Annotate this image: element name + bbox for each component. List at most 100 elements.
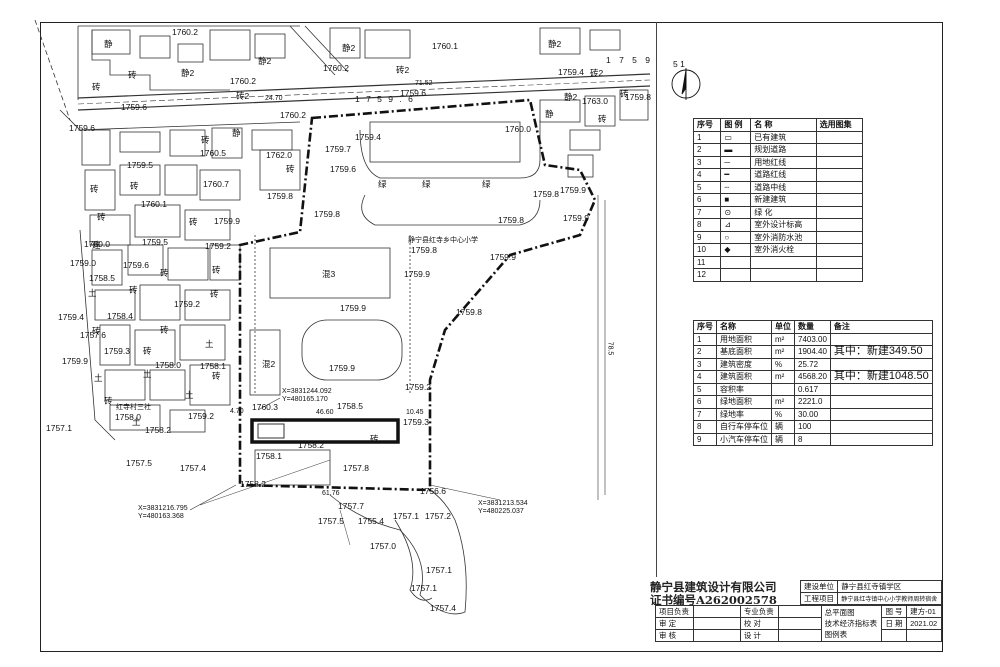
- elevation-label: 1759.8: [498, 215, 524, 225]
- elevation-label: 1759.2: [174, 299, 200, 309]
- empty-cell: [906, 629, 942, 642]
- stats-name: 基底面积: [716, 345, 772, 359]
- elevation-label: 1759.0: [70, 258, 96, 268]
- stats-qty: 0.617: [794, 382, 831, 396]
- stats-note: [829, 432, 933, 446]
- check-label: 校 对: [739, 617, 779, 630]
- stats-header: 数量: [794, 320, 831, 334]
- signature-table: 项目负责 专业负责 总平面图 技术经济指标表 图例表 图 号 建方-01 审 定…: [655, 605, 942, 642]
- stats-name: 建筑密度: [716, 357, 772, 371]
- north-label: 5 1: [673, 59, 685, 69]
- map-text: 土: [94, 373, 103, 383]
- map-text: 砖2: [590, 68, 604, 78]
- legend-no: 11: [692, 255, 722, 269]
- stats-unit: [771, 382, 795, 396]
- stats-header: 备注: [829, 320, 933, 334]
- legend-header: 选用图集: [815, 118, 864, 132]
- legend-no: 6: [692, 193, 722, 207]
- stats-unit: m²: [771, 345, 795, 359]
- legend-name: 绿 化: [750, 205, 817, 219]
- elevation-label: 1759.9: [404, 269, 430, 279]
- elevation-label: 1759.4: [558, 67, 584, 77]
- client-label: 建设单位: [799, 580, 839, 593]
- dimension-label: 4.70: [230, 408, 244, 415]
- dimension-label: 10.45: [406, 409, 424, 416]
- stats-qty: 100: [794, 420, 831, 434]
- elevation-label: 1760.7: [203, 179, 229, 189]
- elevation-label: 1759.2: [405, 382, 431, 392]
- elevation-label: 1755.4: [358, 516, 384, 526]
- elevation-label: 1758.0: [115, 412, 141, 422]
- project-info-table: 建设单位静宁县红寺镇学区 工程项目静宁县红寺镇中心小学教师周转宿舍: [799, 580, 942, 605]
- legend-atlas: [815, 168, 864, 182]
- map-text: 土: [88, 288, 97, 298]
- map-text: 砖: [128, 70, 137, 80]
- stats-qty: 30.00: [794, 407, 831, 421]
- legend-row: 10◆室外消火栓: [692, 243, 864, 257]
- drawing-name: 图例表: [824, 630, 848, 639]
- stats-qty: 1904.40: [794, 345, 831, 359]
- stats-name: 用地面积: [716, 332, 772, 346]
- elevation-label: 1758.5: [337, 401, 363, 411]
- map-text: 砖: [129, 285, 138, 295]
- legend-name: 已有建筑: [750, 130, 817, 144]
- legend-atlas: [815, 230, 864, 244]
- legend-symbol: ○: [720, 230, 752, 244]
- legend-atlas: [815, 180, 864, 194]
- stats-header: 名称: [716, 320, 772, 334]
- legend-atlas: [815, 130, 864, 144]
- legend-row: 6■新建建筑: [692, 193, 864, 207]
- elevation-label: 1759.3: [403, 417, 429, 427]
- map-text: 静: [232, 128, 241, 138]
- legend-symbol: ┄: [720, 180, 752, 194]
- road-label: 1 7 5 9: [606, 55, 653, 65]
- elevation-label: 1760.5: [200, 148, 226, 158]
- elevation-label: 1757.7: [338, 501, 364, 511]
- elevation-label: 1758.1: [256, 451, 282, 461]
- legend-name: 新建建筑: [750, 193, 817, 207]
- map-text: 砖: [620, 89, 629, 99]
- stats-unit: m²: [771, 332, 795, 346]
- map-text: 砖: [212, 371, 221, 381]
- legend-no: 3: [692, 155, 722, 169]
- legend-no: 2: [692, 143, 722, 157]
- elevation-label: 1757.5: [318, 516, 344, 526]
- stats-no: 7: [693, 407, 717, 421]
- elevation-label: 1758.2: [145, 425, 171, 435]
- legend-atlas: [815, 243, 864, 257]
- legend-name: 道路中线: [750, 180, 817, 194]
- stats-name: 绿地率: [716, 407, 772, 421]
- stats-no: 3: [693, 357, 717, 371]
- stats-note: [829, 420, 933, 434]
- elevation-label: 1760.3: [252, 402, 278, 412]
- map-text: 静2: [181, 68, 195, 78]
- coordinate-label: Y=480163.368: [138, 513, 184, 520]
- legend-row: 11: [692, 255, 864, 269]
- elevation-label: 1760.2: [280, 110, 306, 120]
- stats-name: 建筑面积: [716, 370, 772, 384]
- elevation-label: 1759.8: [314, 209, 340, 219]
- map-text: 静2: [258, 56, 272, 66]
- elevation-label: 1759.6: [121, 102, 147, 112]
- elevation-label: 1759.9: [340, 303, 366, 313]
- elevation-label: 1758.5: [89, 273, 115, 283]
- elevation-label: 1758.1: [200, 361, 226, 371]
- road-label: 1 7 5 9 . 6: [355, 94, 415, 104]
- stats-note: [829, 407, 933, 421]
- company-block: 静宁县建筑设计有限公司 证书编号A262002578: [650, 581, 800, 607]
- green-label: 绿: [378, 179, 417, 189]
- signature-cell: [777, 629, 822, 642]
- drawing-frame: [40, 22, 943, 652]
- stats-qty: 2221.0: [794, 395, 831, 409]
- legend-row: 1▭已有建筑: [692, 130, 864, 144]
- elevation-label: 1760.0: [505, 124, 531, 134]
- map-text: 土: [143, 369, 152, 379]
- legend-no: 1: [692, 130, 722, 144]
- elevation-label: 1759.6: [123, 260, 149, 270]
- stats-qty: 25.72: [794, 357, 831, 371]
- stats-no: 5: [693, 382, 717, 396]
- elevation-label: 1759.6: [400, 88, 426, 98]
